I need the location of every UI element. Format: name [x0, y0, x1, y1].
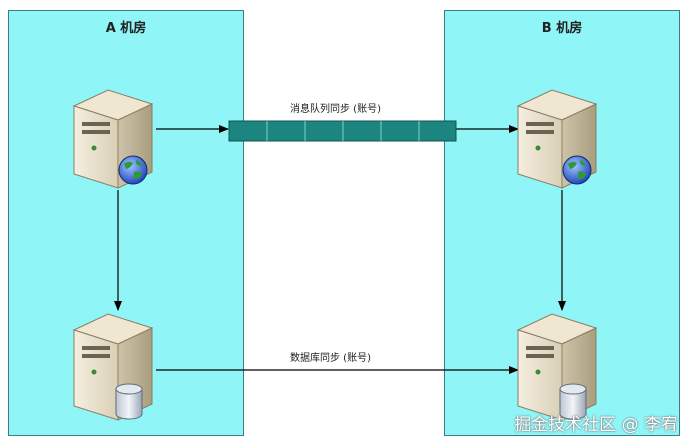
db-sync-label: 数据库同步 (账号)	[290, 353, 371, 364]
datacenter-b-title: B 机房	[541, 21, 583, 36]
message-queue-icon	[228, 120, 457, 142]
mq-sync-label: 消息队列同步 (账号)	[290, 104, 381, 115]
watermark: 掘金技术社区 @ 李宥	[514, 415, 678, 435]
database-icon	[559, 383, 587, 420]
database-server-icon	[72, 313, 154, 421]
database-icon	[115, 383, 143, 420]
globe-icon	[562, 155, 592, 185]
database-server-icon	[516, 313, 598, 421]
globe-icon	[118, 155, 148, 185]
datacenter-a-title: A 机房	[105, 21, 147, 36]
